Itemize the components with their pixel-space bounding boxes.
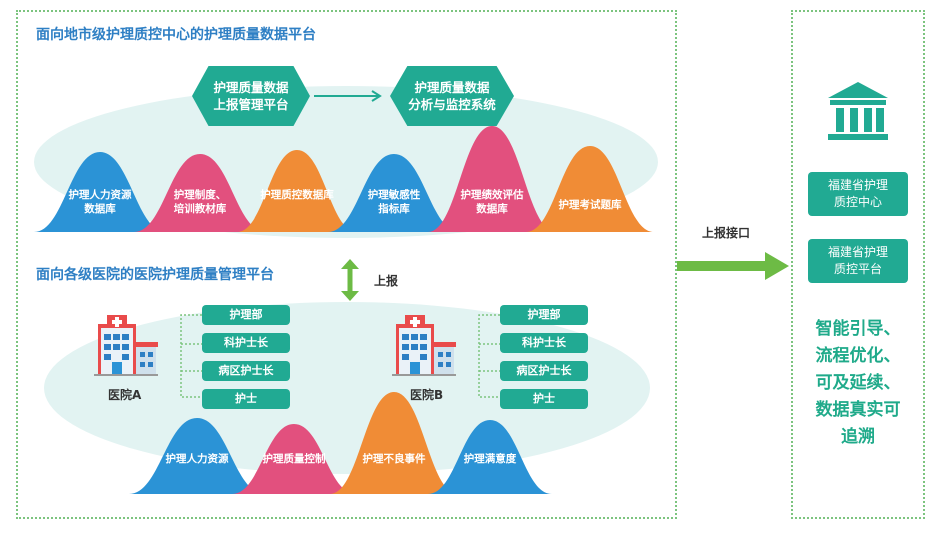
city-hump-6 <box>526 146 654 232</box>
hospital-hump-3 <box>330 392 458 494</box>
hospital-hump-2 <box>232 424 356 494</box>
city-hump-6-line1: 护理考试题库 <box>558 199 622 211</box>
hospital-hump-label-1: 护理人力资源 <box>155 452 239 466</box>
hospital-b-role-ward-head-nurse: 病区护士长 <box>500 361 588 381</box>
hospital-hump-label-4: 护理满意度 <box>448 452 532 466</box>
city-hump-1-line2: 数据库 <box>84 203 116 215</box>
hospital-platform-title: 面向各级医院的医院护理质量管理平台 <box>36 267 274 283</box>
hospital-a-role-ward-head-nurse: 病区护士长 <box>202 361 290 381</box>
hospital-a-role-nurse: 护士 <box>202 389 290 409</box>
city-hump-label-2: 护理制度、 培训教材库 <box>160 188 240 216</box>
hospital-b-role-bracket <box>478 314 500 398</box>
hospital-hump-label-3: 护理不良事件 <box>352 452 436 466</box>
hospital-hump-3-text: 护理不良事件 <box>362 453 426 465</box>
report-platform-hexagon: 护理质量数据 上报管理平台 <box>192 66 310 126</box>
city-hump-label-4: 护理敏感性 指标库 <box>354 188 434 216</box>
city-hump-label-1: 护理人力资源 数据库 <box>60 188 140 216</box>
hospital-a-role-dept-head-nurse: 科护士长 <box>202 333 290 353</box>
analysis-system-hexagon: 护理质量数据 分析与监控系统 <box>390 66 514 126</box>
city-hump-5-line2: 数据库 <box>476 203 508 215</box>
city-hump-2-line2: 培训教材库 <box>173 203 227 215</box>
city-hump-1 <box>34 152 166 232</box>
hospital-ellipse <box>44 302 650 474</box>
slogan-line-1: 智能引导、 <box>815 319 901 339</box>
hospital-hump-4-text: 护理满意度 <box>463 453 517 465</box>
hospital-b-building-icon <box>392 315 456 376</box>
city-hump-4-line1: 护理敏感性 <box>367 189 421 201</box>
city-platform-title: 面向地市级护理质控中心的护理质量数据平台 <box>36 27 316 43</box>
report-label: 上报 <box>374 274 399 288</box>
hospital-hump-1 <box>129 418 265 494</box>
province-center-line1: 福建省护理 <box>827 178 888 192</box>
report-double-arrow <box>341 259 359 301</box>
report-platform-line1: 护理质量数据 <box>213 80 289 95</box>
slogan-line-3: 可及延续、 <box>815 373 901 393</box>
hospital-hump-1-text: 护理人力资源 <box>165 453 229 465</box>
hospital-b-role-nursing-dept: 护理部 <box>500 305 588 325</box>
hospital-a-label: 医院A <box>108 388 142 402</box>
province-platform-line1: 福建省护理 <box>827 245 888 259</box>
analysis-system-line2: 分析与监控系统 <box>408 97 496 112</box>
government-building-icon <box>828 82 888 140</box>
interface-arrow <box>677 252 789 280</box>
analysis-system-line1: 护理质量数据 <box>414 80 490 95</box>
interface-label: 上报接口 <box>702 226 751 240</box>
main-platform-frame <box>16 10 677 519</box>
province-control-center: 福建省护理 质控中心 <box>808 172 908 216</box>
city-hump-5 <box>428 126 556 232</box>
province-platform-line2: 质控平台 <box>833 262 882 276</box>
hospital-b-role-nurse: 护士 <box>500 389 588 409</box>
hospital-b-role-dept-head-nurse: 科护士长 <box>500 333 588 353</box>
city-hump-label-3: 护理质控数据库 <box>251 188 343 202</box>
hospital-hump-2-text: 护理质量控制 <box>262 453 326 465</box>
city-hump-label-6: 护理考试题库 <box>548 198 632 212</box>
city-hump-2-line1: 护理制度、 <box>173 189 227 201</box>
city-hump-4-line2: 指标库 <box>378 203 410 215</box>
city-hump-1-line1: 护理人力资源 <box>68 189 132 201</box>
hospital-a-role-nursing-dept: 护理部 <box>202 305 290 325</box>
report-platform-line2: 上报管理平台 <box>213 97 289 112</box>
hospital-a-role-bracket <box>180 314 202 398</box>
hospital-hump-label-2: 护理质量控制 <box>252 452 336 466</box>
hospital-b-label: 医院B <box>410 388 444 402</box>
province-center-line2: 质控中心 <box>833 195 882 209</box>
city-hump-4 <box>328 154 460 232</box>
city-hump-label-5: 护理绩效评估 数据库 <box>452 188 532 216</box>
hexagon-arrow <box>314 90 382 102</box>
province-control-platform: 福建省护理 质控平台 <box>808 239 908 283</box>
city-hump-3 <box>237 150 357 232</box>
slogan-line-4: 数据真实可 <box>815 400 901 420</box>
city-hump-2 <box>134 154 266 232</box>
city-hump-3-line1: 护理质控数据库 <box>260 189 334 201</box>
slogan-line-5: 追溯 <box>841 427 875 447</box>
hospital-a-building-icon <box>94 315 158 376</box>
slogan-line-2: 流程优化、 <box>815 346 901 366</box>
city-hump-5-line1: 护理绩效评估 <box>460 189 524 201</box>
province-slogan: 智能引导、 流程优化、 可及延续、 数据真实可 追溯 <box>792 316 924 451</box>
province-frame <box>791 10 925 519</box>
hospital-hump-4 <box>428 420 552 494</box>
